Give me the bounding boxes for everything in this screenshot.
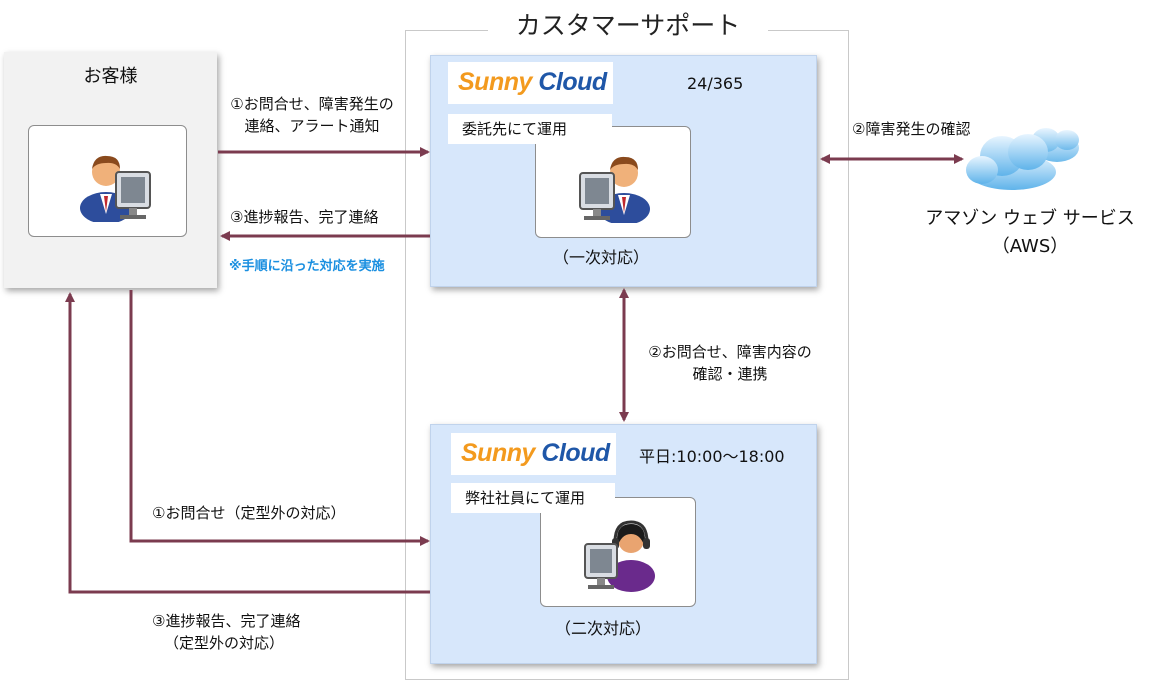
customer-box: お客様 (4, 52, 217, 288)
customer-operator-icon (80, 155, 151, 222)
aws-check-label: ②障害発生の確認 (852, 120, 971, 138)
arrow-tier2-to-customer (65, 292, 430, 594)
tier2-card (540, 497, 696, 607)
aws-cloud-icon (966, 128, 1079, 190)
tier2-headset-operator-icon (584, 520, 655, 592)
aws-label-line1: アマゾン ウェブ サービス (925, 208, 1135, 229)
inquiry-nonstandard-label: ①お問合せ（定型外の対応） (152, 504, 346, 522)
customer-support-title: カスタマーサポート (488, 8, 768, 44)
inquiry-label-line2: 連絡、アラート通知 (244, 117, 380, 135)
escalate-label: ②お問合せ、障害内容の 確認・連携 (640, 341, 820, 385)
inquiry-label-line1: ①お問合せ、障害発生の (230, 95, 394, 113)
tier1-operated-by: 委託先にて運用 (448, 114, 612, 144)
tier1-operator-icon (579, 156, 650, 223)
tier1-card (535, 126, 691, 238)
escalate-label-line1: ②お問合せ、障害内容の (648, 343, 812, 361)
customer-title: お客様 (83, 66, 138, 87)
tier2-logo-sunny: Sunny (461, 439, 535, 467)
progress-top-label: ③進捗報告、完了連絡 (230, 208, 379, 226)
tier1-hours: 24/365 (687, 74, 744, 93)
aws-label-line2: （AWS） (991, 236, 1069, 257)
progress-bottom-line2: （定型外の対応） (164, 634, 285, 652)
customer-card (28, 125, 187, 237)
tier2-logo: Sunny Cloud (451, 433, 616, 475)
tier1-caption: （一次対応） (553, 248, 650, 267)
aws-label: アマゾン ウェブ サービス （AWS） (905, 205, 1152, 261)
tier2-support-box: Sunny Cloud 平日:10:00～18:00 弊社社員にて運用 （二次対… (430, 424, 817, 664)
tier2-logo-cloud: Cloud (541, 439, 610, 467)
arrow-customer-to-tier2 (129, 290, 430, 546)
tier2-operated-by: 弊社社員にて運用 (451, 483, 615, 513)
progress-bottom-label: ③進捗報告、完了連絡 （定型外の対応） (152, 610, 300, 654)
procedure-note: ※手順に沿った対応を実施 (229, 259, 385, 274)
tier1-logo: Sunny Cloud (448, 62, 613, 104)
tier1-support-box: Sunny Cloud 24/365 委託先にて運用 （一次対応） (430, 55, 817, 287)
tier2-caption: （二次対応） (555, 619, 652, 638)
inquiry-label: ①お問合せ、障害発生の 連絡、アラート通知 (222, 93, 402, 137)
progress-bottom-line1: ③進捗報告、完了連絡 (152, 612, 301, 630)
tier2-hours: 平日:10:00～18:00 (639, 447, 785, 466)
escalate-label-line2: 確認・連携 (692, 365, 768, 383)
tier1-logo-sunny: Sunny (458, 68, 532, 96)
tier1-logo-cloud: Cloud (538, 68, 607, 96)
